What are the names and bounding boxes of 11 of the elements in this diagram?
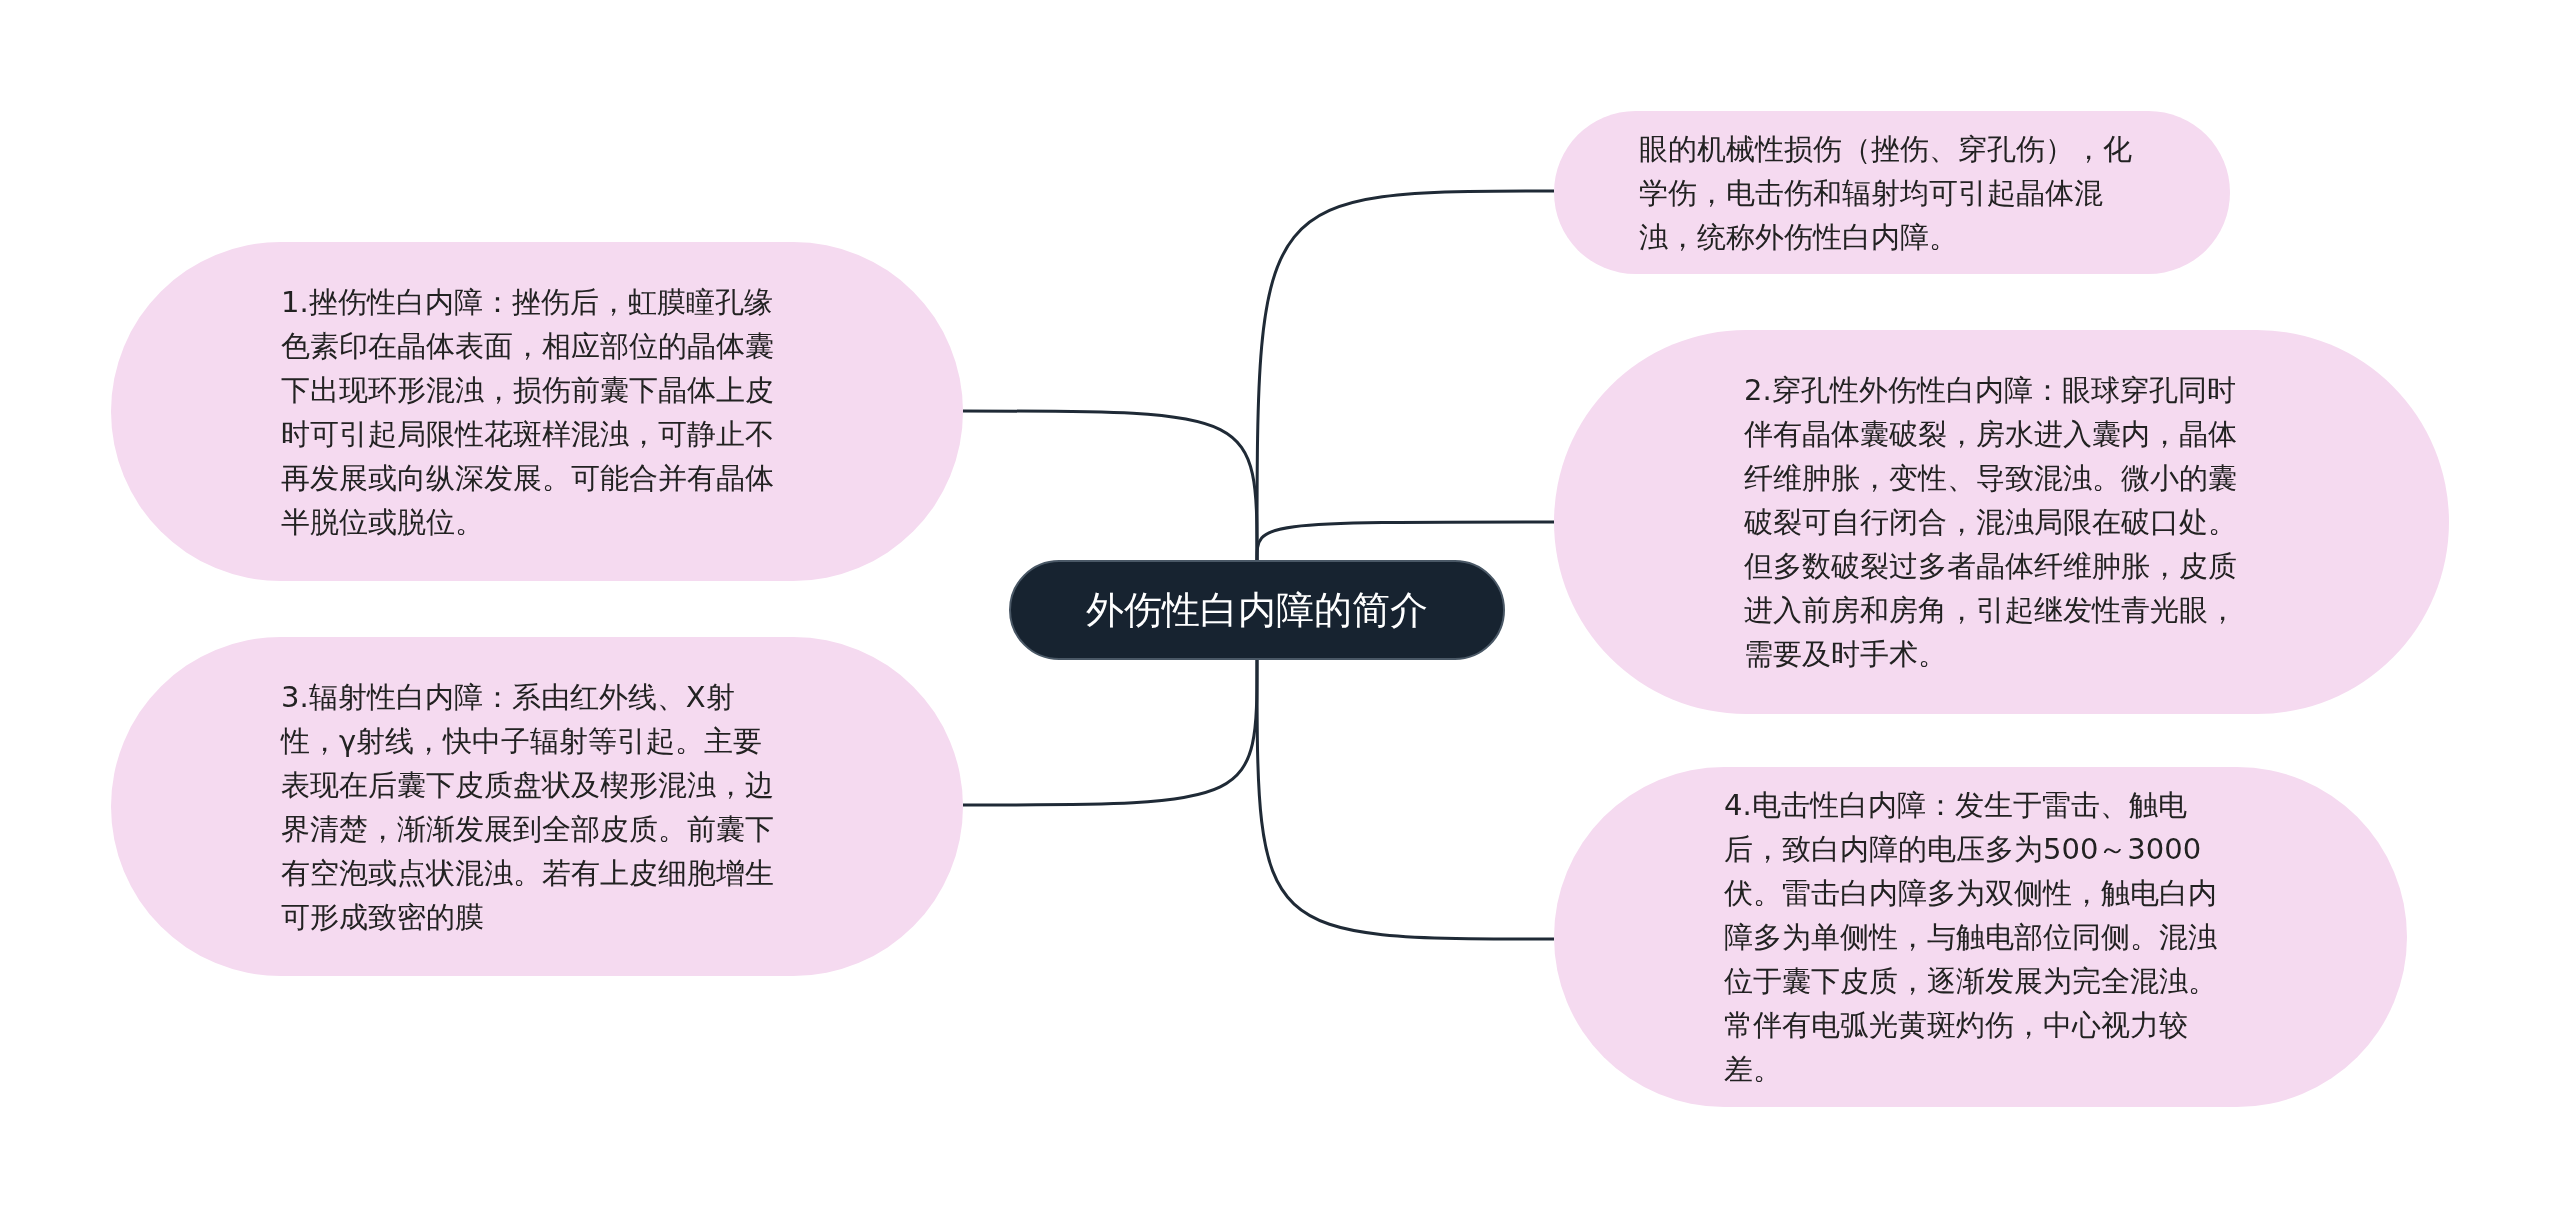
connector-line (1255, 189, 1554, 560)
note-text: 2.穿孔性外伤性白内障：眼球穿孔同时伴有晶体囊破裂，房水进入囊内，晶体纤维肿胀，变性、导致混浊。微小的囊破裂可自行闭合，混浊局限在破口处。但多数破裂过多者晶体纤维肿胀，皮质进入前房和房角，引起继发性青光眼，需要及时手术。 (1744, 372, 2238, 673)
note-text: 眼的机械性损伤（挫伤、穿孔伤），化学伤，电击伤和辐射均可引起晶体混浊，统称外伤性白内障。 (1639, 130, 2133, 256)
note-text: 1.挫伤性白内障：挫伤后，虹膜瞳孔缘色素印在晶体表面，相应部位的晶体囊下出现环形混浊，损伤前囊下晶体上皮时可引起局限性花斑样混浊，可静止不再发展或向纵深发展。可能合并有晶体半脱位或脱位。 (281, 283, 775, 541)
topic-title: 外伤性白内障的简介 (1086, 587, 1428, 634)
connector-line (963, 660, 1259, 807)
note-text: 3.辐射性白内障：系由红外线、X射性，γ射线，快中子辐射等引起。主要表现在后囊下皮质盘状及楔形混浊，边界清楚，渐渐发展到全部皮质。前囊下有空泡或点状混浊。若有上皮细胞增生可形成致密的膜 (281, 678, 775, 936)
connector-line (963, 409, 1259, 560)
connector-line (1255, 520, 1554, 561)
connector-line (1255, 660, 1554, 941)
note-text: 4.电击性白内障：发生于雷击、触电后，致白内障的电压多为500～3000伏。雷击白内障多为双侧性，触电白内障多为单侧性，与触电部位同侧。混浊位于囊下皮质，逐渐发展为完全混浊。常伴有电弧光黄斑灼伤，中心视力较差。 (1724, 787, 2218, 1088)
